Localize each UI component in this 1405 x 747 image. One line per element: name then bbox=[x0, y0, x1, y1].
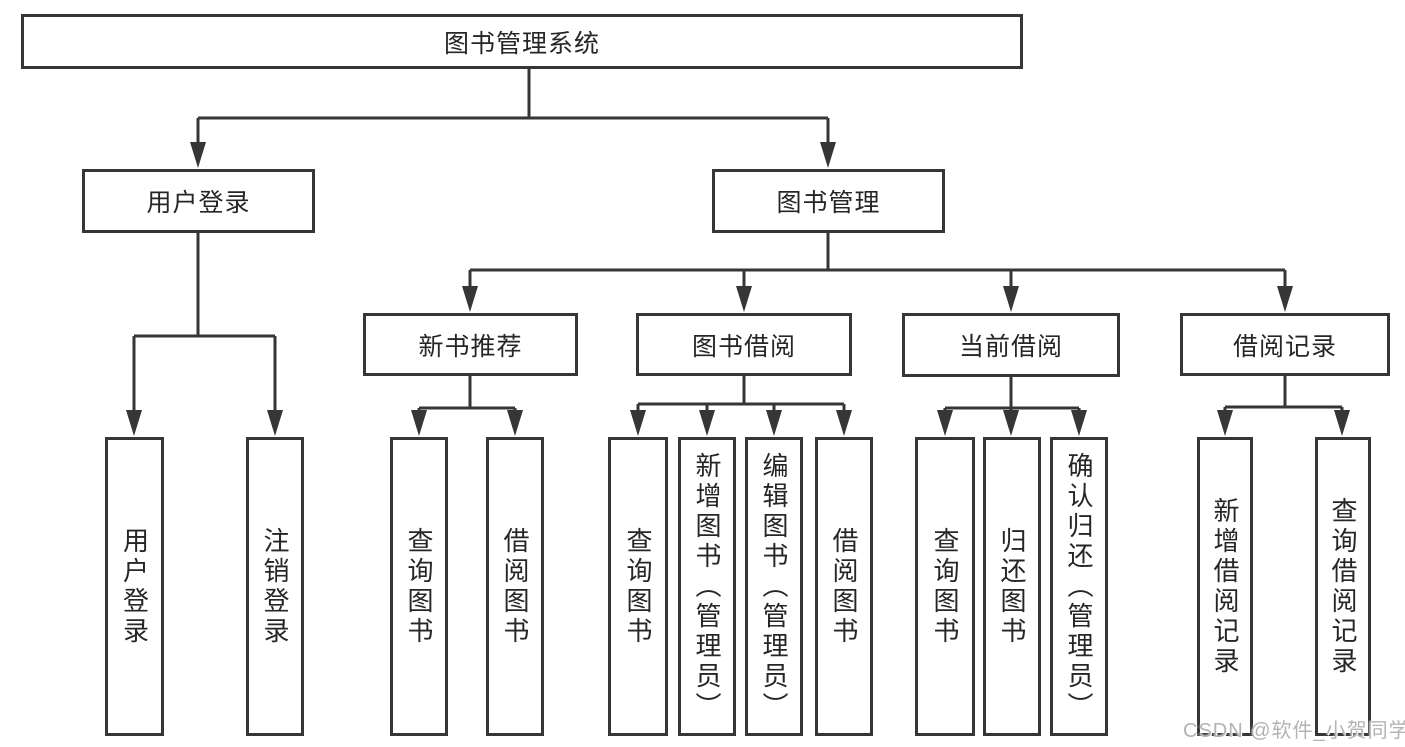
leaf-borrow-books-borrow-label: 借阅图书 bbox=[829, 526, 859, 647]
node-book-management: 图书管理 bbox=[712, 169, 945, 233]
node-current-borrow-label: 当前借阅 bbox=[958, 333, 1063, 361]
leaf-confirm-return-admin: 确认归还（管理员） bbox=[1050, 437, 1108, 736]
leaf-query-books-borrow-label: 查询图书 bbox=[623, 526, 653, 647]
leaf-query-books-current-label: 查询图书 bbox=[930, 526, 960, 647]
node-new-book-recommend-label: 新书推荐 bbox=[418, 332, 523, 361]
leaf-query-borrow-record: 查询借阅记录 bbox=[1315, 437, 1371, 736]
leaf-confirm-return-admin-label: 确认归还（管理员） bbox=[1064, 451, 1094, 722]
leaf-add-book-admin-label: 新增图书（管理员） bbox=[692, 451, 722, 722]
leaf-borrow-books-recommend-label: 借阅图书 bbox=[500, 526, 530, 647]
leaf-add-borrow-record: 新增借阅记录 bbox=[1197, 437, 1253, 736]
leaf-logout-label: 注销登录 bbox=[260, 526, 290, 647]
leaf-edit-book-admin-label: 编辑图书（管理员） bbox=[759, 451, 789, 722]
csdn-watermark: CSDN @软件_小贺同学 bbox=[1183, 720, 1405, 742]
node-book-management-label: 图书管理 bbox=[776, 189, 881, 217]
leaf-borrow-books-recommend: 借阅图书 bbox=[486, 437, 544, 736]
leaf-edit-book-admin: 编辑图书（管理员） bbox=[745, 437, 803, 736]
node-user-login: 用户登录 bbox=[82, 169, 315, 233]
leaf-user-login: 用户登录 bbox=[105, 437, 164, 736]
node-root: 图书管理系统 bbox=[21, 14, 1023, 69]
leaf-query-books-borrow: 查询图书 bbox=[608, 437, 668, 736]
leaf-query-books-recommend: 查询图书 bbox=[390, 437, 448, 736]
node-borrow-records: 借阅记录 bbox=[1180, 313, 1390, 376]
node-root-label: 图书管理系统 bbox=[443, 29, 600, 58]
arrowheads bbox=[126, 142, 1350, 436]
leaf-query-books-current: 查询图书 bbox=[915, 437, 975, 736]
leaf-add-book-admin: 新增图书（管理员） bbox=[678, 437, 736, 736]
leaf-query-borrow-record-label: 查询借阅记录 bbox=[1328, 496, 1358, 677]
node-book-borrow-label: 图书借阅 bbox=[691, 332, 796, 361]
node-new-book-recommend: 新书推荐 bbox=[363, 313, 578, 376]
leaf-return-book-label: 归还图书 bbox=[997, 526, 1027, 647]
node-borrow-records-label: 借阅记录 bbox=[1232, 332, 1337, 361]
leaf-query-books-recommend-label: 查询图书 bbox=[404, 526, 434, 647]
leaf-logout: 注销登录 bbox=[246, 437, 304, 736]
leaf-add-borrow-record-label: 新增借阅记录 bbox=[1210, 496, 1240, 677]
node-user-login-label: 用户登录 bbox=[146, 189, 251, 217]
node-current-borrow: 当前借阅 bbox=[902, 313, 1120, 377]
leaf-borrow-books-borrow: 借阅图书 bbox=[815, 437, 873, 736]
node-book-borrow: 图书借阅 bbox=[636, 313, 852, 376]
leaf-return-book: 归还图书 bbox=[983, 437, 1041, 736]
leaf-user-login-label: 用户登录 bbox=[119, 526, 150, 647]
